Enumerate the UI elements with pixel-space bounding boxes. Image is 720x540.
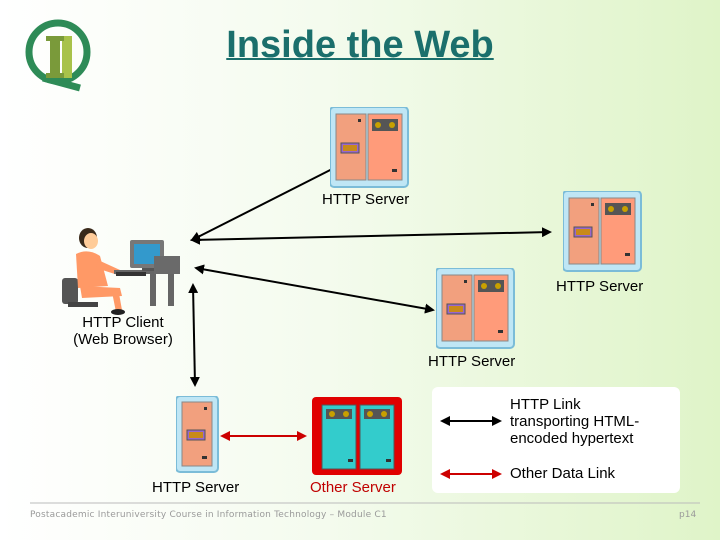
server-icon <box>176 396 219 473</box>
logo-icon <box>25 19 91 92</box>
http-link-to-middle-server <box>194 264 435 314</box>
slide-title: Inside the Web <box>226 24 494 66</box>
legend-http-link-line2: transporting HTML- <box>510 413 640 430</box>
label-server-right: HTTP Server <box>556 278 644 295</box>
label-server-middle: HTTP Server <box>428 353 516 370</box>
legend-http-link-line3: encoded hypertext <box>510 430 634 447</box>
other-server-icon <box>312 397 402 475</box>
page-number: p14 <box>679 510 697 520</box>
http-link-to-bottom-server <box>188 283 200 387</box>
label-server-top: HTTP Server <box>322 191 410 208</box>
legend-other-link-text: Other Data Link <box>510 465 616 482</box>
label-http-client-line2: (Web Browser) <box>73 331 173 348</box>
footer-text: Postacademic Interuniversity Course in I… <box>30 510 387 520</box>
label-other-server: Other Server <box>310 479 396 496</box>
label-server-bottom-left: HTTP Server <box>152 479 240 496</box>
legend-http-link-line1: HTTP Link <box>510 396 581 413</box>
server-icon <box>563 191 642 272</box>
server-icon <box>330 107 409 188</box>
legend-http-link-text: HTTP Link transporting HTML- encoded hyp… <box>510 396 639 447</box>
label-http-client-line1: HTTP Client <box>82 314 164 331</box>
http-link-to-top-server <box>190 161 348 241</box>
server-icon <box>436 268 515 349</box>
http-link-to-right-server <box>190 227 552 245</box>
person-at-computer-icon <box>62 228 180 315</box>
label-http-client: HTTP Client (Web Browser) <box>62 314 184 348</box>
